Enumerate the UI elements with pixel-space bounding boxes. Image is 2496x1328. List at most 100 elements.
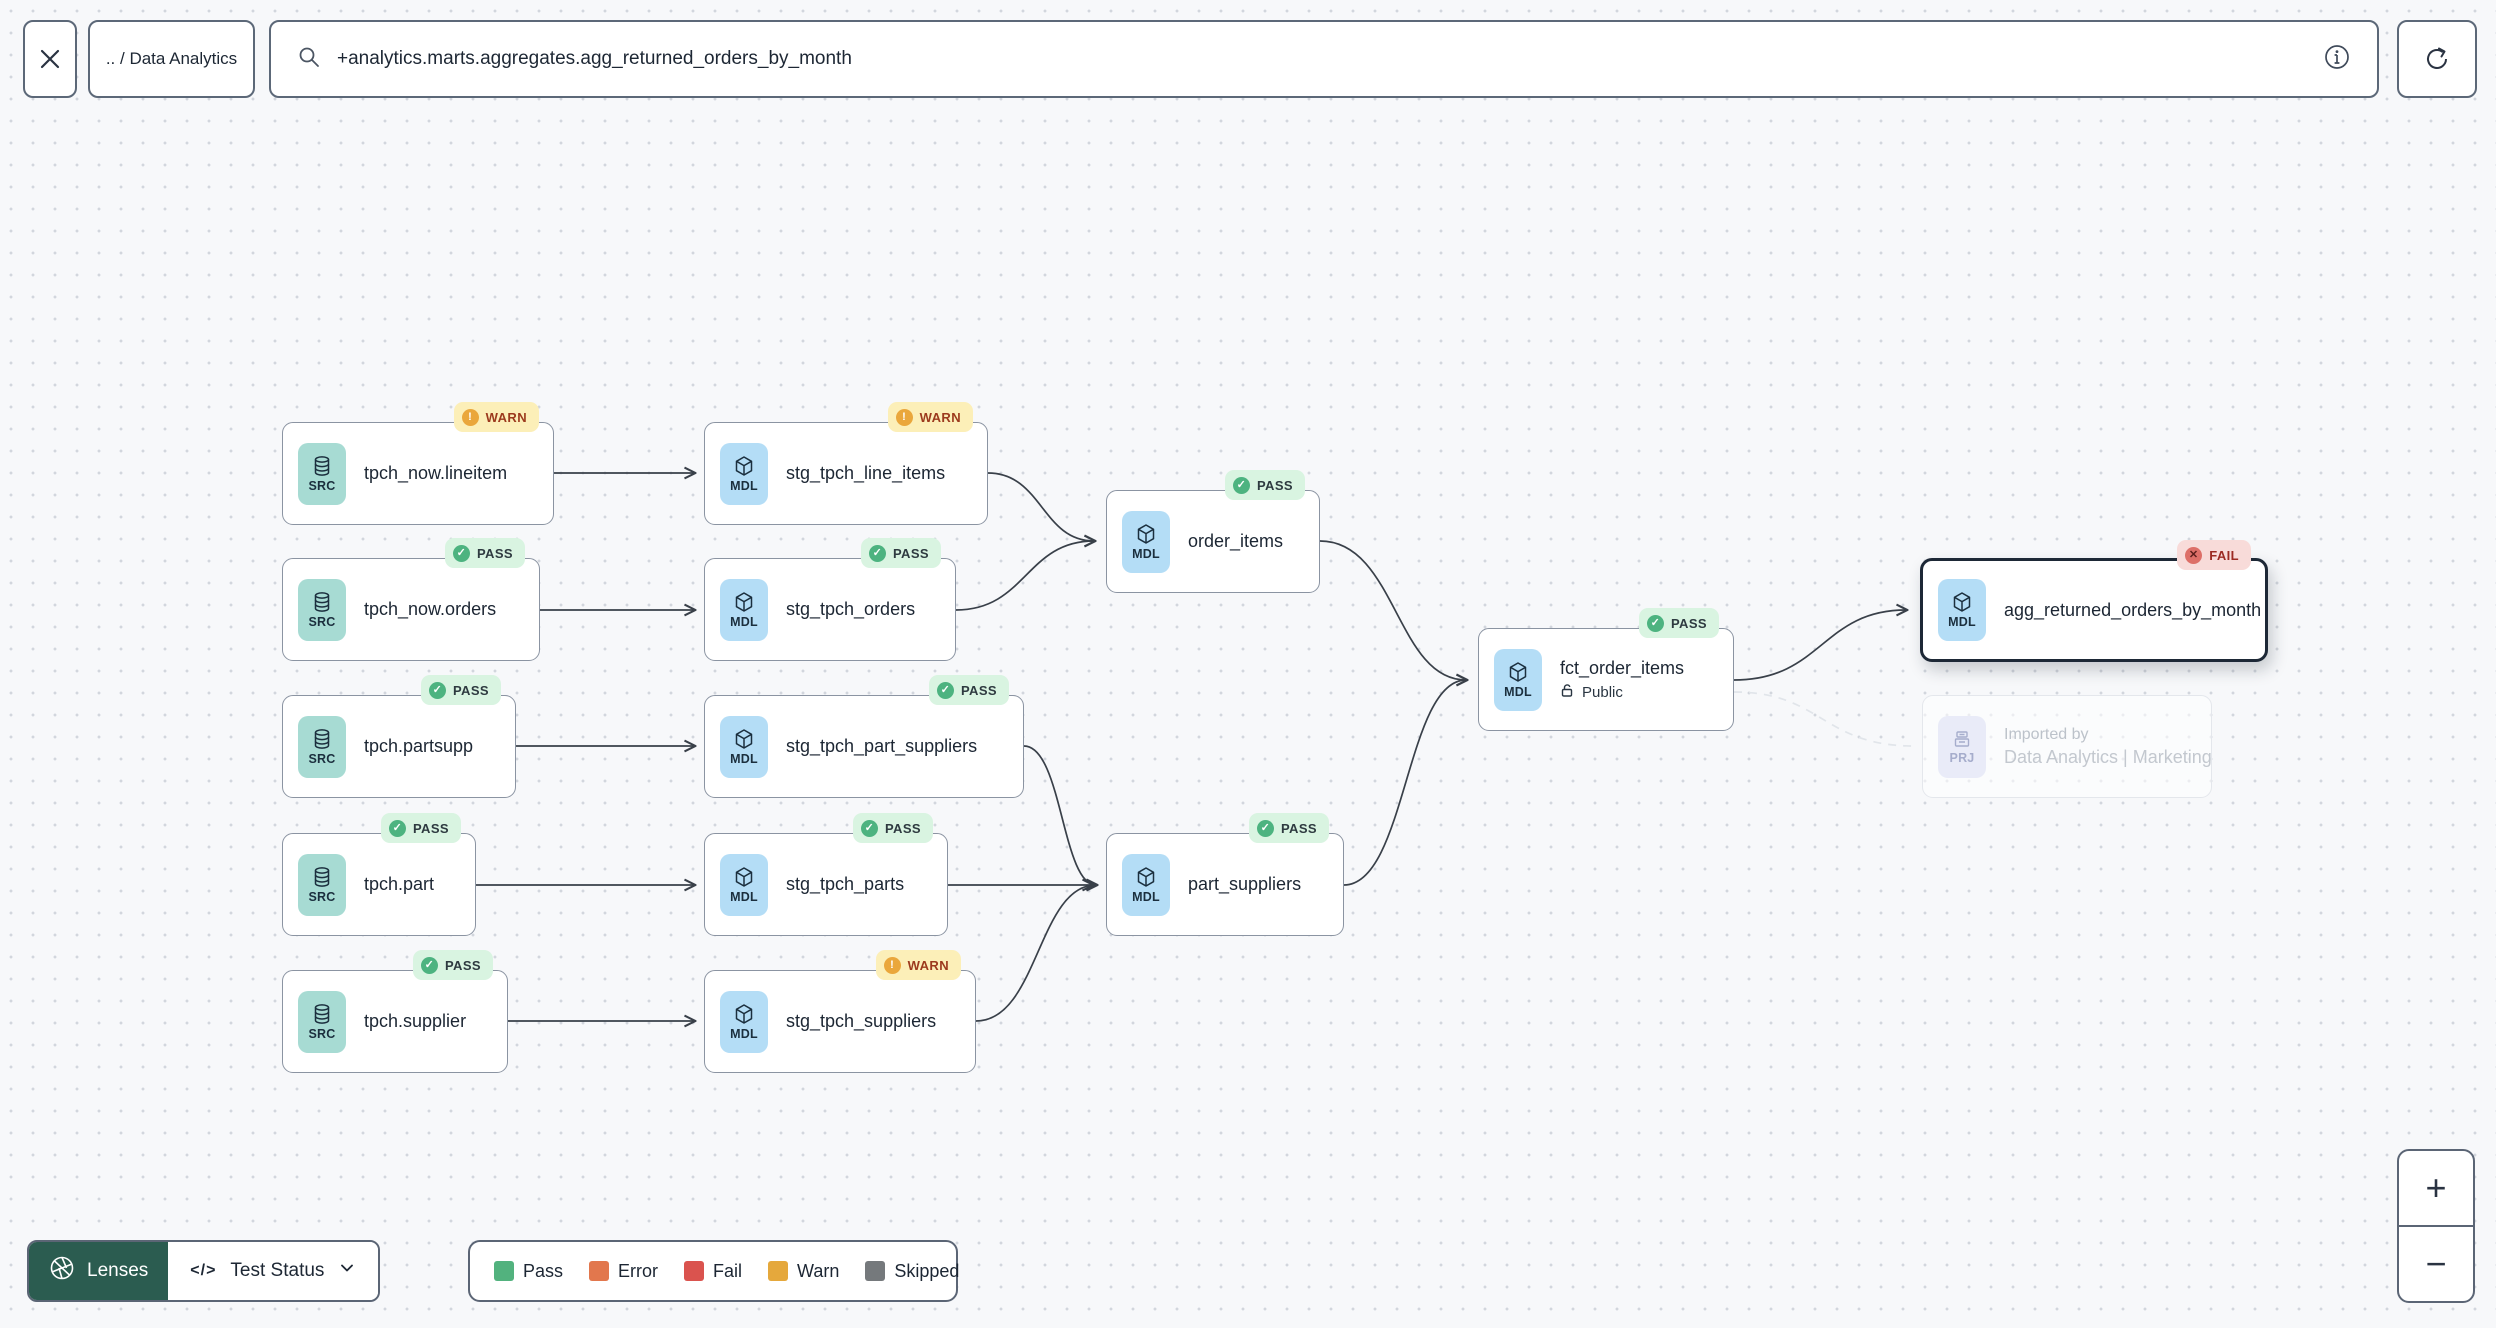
- pass-swatch: [494, 1261, 514, 1281]
- plus-icon: +: [2425, 1167, 2447, 1208]
- search-input[interactable]: [335, 47, 2309, 71]
- lenses-button[interactable]: Lenses: [29, 1242, 169, 1300]
- aperture-icon: [49, 1255, 75, 1287]
- chip-type-label: MDL: [1504, 684, 1532, 699]
- node-title: fct_order_items: [1560, 657, 1685, 678]
- check-icon: ✓: [388, 819, 406, 837]
- node-stg-tpch-orders[interactable]: ✓PASS MDL stg_tpch_orders: [704, 538, 956, 661]
- check-icon: ✓: [428, 681, 446, 699]
- model-chip: MDL: [720, 853, 768, 916]
- node-agg-returned-orders-by-month[interactable]: ✕FAIL MDL agg_returned_orders_by_month: [1920, 540, 2268, 662]
- chip-type-label: MDL: [730, 751, 758, 766]
- node-stg-tpch-line-items[interactable]: !WARN MDL stg_tpch_line_items: [704, 402, 988, 525]
- model-chip: MDL: [720, 578, 768, 641]
- status-badge: ✓PASS: [444, 538, 525, 568]
- node-title: stg_tpch_line_items: [786, 463, 946, 483]
- chevron-down-icon: [338, 1259, 356, 1283]
- node-title: Imported by: [2004, 725, 2089, 743]
- node-title: stg_tpch_orders: [786, 599, 916, 619]
- chip-type-label: SRC: [308, 751, 336, 766]
- node-title: tpch.partsupp: [364, 736, 474, 756]
- database-icon: [314, 866, 330, 887]
- source-chip: SRC: [298, 715, 346, 778]
- database-icon: [314, 1003, 330, 1024]
- legend-item-pass: Pass: [494, 1261, 563, 1282]
- cube-icon: [1509, 661, 1527, 682]
- node-stg-tpch-parts[interactable]: ✓PASS MDL stg_tpch_parts: [704, 813, 948, 936]
- search-icon: [297, 45, 321, 74]
- node-tpch-now-lineitem[interactable]: !WARN SRC tpch_now.lineitem: [282, 402, 554, 525]
- chip-type-label: SRC: [308, 889, 336, 904]
- test-status-legend: Pass Error Fail Warn Skipped: [468, 1240, 959, 1302]
- check-icon: ✓: [936, 681, 954, 699]
- chip-type-label: MDL: [730, 614, 758, 629]
- node-stg-tpch-suppliers[interactable]: !WARN MDL stg_tpch_suppliers: [704, 950, 976, 1073]
- cube-icon: [735, 1003, 753, 1024]
- refresh-icon: [2422, 44, 2452, 74]
- chip-type-label: SRC: [308, 1026, 336, 1041]
- selected-lens-label: Test Status: [230, 1260, 325, 1281]
- cube-icon: [735, 591, 753, 612]
- check-icon: ✓: [420, 956, 438, 974]
- node-title: order_items: [1188, 531, 1284, 551]
- node-title: tpch.part: [364, 874, 435, 894]
- model-chip: MDL: [1938, 579, 1986, 641]
- status-badge: ✓PASS: [852, 813, 933, 843]
- chip-type-label: SRC: [308, 478, 336, 493]
- search-bar[interactable]: [269, 20, 2379, 98]
- lens-selector[interactable]: </> Test Status: [168, 1242, 379, 1300]
- database-icon: [314, 728, 330, 749]
- node-title: stg_tpch_suppliers: [786, 1011, 937, 1031]
- status-badge: ✓PASS: [1638, 608, 1719, 638]
- node-part-suppliers[interactable]: ✓PASS MDL part_suppliers: [1106, 813, 1344, 936]
- node-title: agg_returned_orders_by_month: [2004, 599, 2262, 620]
- node-title: tpch_now.lineitem: [364, 463, 508, 483]
- node-imported-by[interactable]: PRJ Imported by Data Analytics | Marketi…: [1922, 695, 2212, 798]
- node-tpch-part[interactable]: ✓PASS SRC tpch.part: [282, 813, 476, 936]
- warn-icon: !: [895, 408, 913, 426]
- zoom-out-button[interactable]: −: [2399, 1227, 2473, 1301]
- status-badge: !WARN: [453, 402, 539, 432]
- project-chip: PRJ: [1938, 715, 1986, 778]
- chip-type-label: PRJ: [1949, 750, 1975, 765]
- legend-item-fail: Fail: [684, 1261, 742, 1282]
- cube-icon: [1137, 866, 1155, 887]
- node-subtitle: Data Analytics | Marketing: [2004, 746, 2212, 767]
- status-badge: ✓PASS: [380, 813, 461, 843]
- minus-icon: −: [2425, 1243, 2447, 1284]
- node-stg-tpch-part-suppliers[interactable]: ✓PASS MDL stg_tpch_part_suppliers: [704, 675, 1024, 798]
- status-badge: ✓PASS: [412, 950, 493, 980]
- check-icon: ✓: [1232, 476, 1250, 494]
- breadcrumb[interactable]: .. / Data Analytics: [88, 20, 255, 98]
- source-chip: SRC: [298, 442, 346, 505]
- info-icon[interactable]: [2323, 43, 2351, 76]
- node-tpch-partsupp[interactable]: ✓PASS SRC tpch.partsupp: [282, 675, 516, 798]
- skipped-swatch: [865, 1261, 886, 1281]
- fail-icon: ✕: [2185, 546, 2203, 564]
- status-badge: ✓PASS: [420, 675, 501, 705]
- warn-icon: !: [883, 956, 901, 974]
- model-chip: MDL: [1122, 853, 1170, 916]
- refresh-button[interactable]: [2397, 20, 2477, 98]
- close-button[interactable]: [23, 20, 77, 98]
- node-fct-order-items[interactable]: ✓PASS MDL fct_order_items Public: [1478, 608, 1734, 731]
- status-badge: !WARN: [875, 950, 961, 980]
- cube-icon: [1953, 592, 1971, 612]
- node-order-items[interactable]: ✓PASS MDL order_items: [1106, 470, 1320, 593]
- access-row: Public: [1560, 683, 1684, 702]
- warn-swatch: [768, 1261, 789, 1281]
- cube-icon: [735, 728, 753, 749]
- check-icon: ✓: [452, 544, 470, 562]
- check-icon: ✓: [868, 544, 886, 562]
- source-chip: SRC: [298, 578, 346, 641]
- node-tpch-now-orders[interactable]: ✓PASS SRC tpch_now.orders: [282, 538, 540, 661]
- model-chip: MDL: [1122, 510, 1170, 573]
- zoom-controls: + −: [2397, 1149, 2475, 1303]
- zoom-in-button[interactable]: +: [2399, 1151, 2473, 1227]
- chip-type-label: SRC: [308, 614, 336, 629]
- model-chip: MDL: [720, 442, 768, 505]
- database-icon: [314, 455, 330, 476]
- lenses-control: Lenses </> Test Status: [27, 1240, 381, 1302]
- node-tpch-supplier[interactable]: ✓PASS SRC tpch.supplier: [282, 950, 508, 1073]
